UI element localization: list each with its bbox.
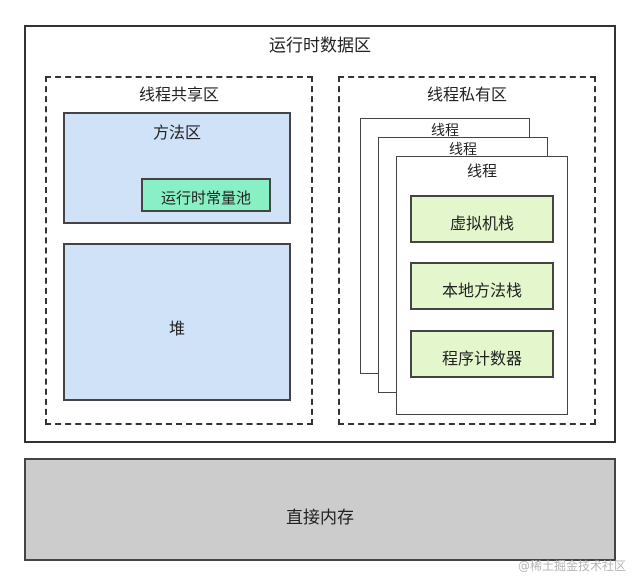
direct-memory-label: 直接内存 <box>286 508 354 528</box>
thread-label: 线程 <box>466 162 497 180</box>
thread-private-area: 线程私有区 <box>338 76 596 425</box>
native-method-stack-label: 本地方法栈 <box>441 281 522 300</box>
watermark: @稀土掘金技术社区 <box>517 559 626 573</box>
thread-shared-area-label: 线程共享区 <box>138 85 219 104</box>
native-method-stack: 本地方法栈 <box>410 262 554 310</box>
thread-shared-area: 线程共享区 <box>45 76 313 425</box>
program-counter: 程序计数器 <box>410 330 554 378</box>
method-area-label: 方法区 <box>152 123 201 142</box>
thread-label: 线程 <box>431 123 459 139</box>
direct-memory: 直接内存 <box>24 458 616 561</box>
thread-label: 线程 <box>449 142 477 158</box>
runtime-constant-pool: 运行时常量池 <box>141 178 271 212</box>
heap-label: 堆 <box>168 319 185 338</box>
runtime-constant-pool-label: 运行时常量池 <box>160 189 251 207</box>
runtime-data-area-label: 运行时数据区 <box>269 36 371 56</box>
heap: 堆 <box>63 243 291 401</box>
program-counter-label: 程序计数器 <box>441 349 522 368</box>
vm-stack: 虚拟机栈 <box>410 195 554 243</box>
thread-private-area-label: 线程私有区 <box>426 85 507 104</box>
vm-stack-label: 虚拟机栈 <box>449 214 514 233</box>
